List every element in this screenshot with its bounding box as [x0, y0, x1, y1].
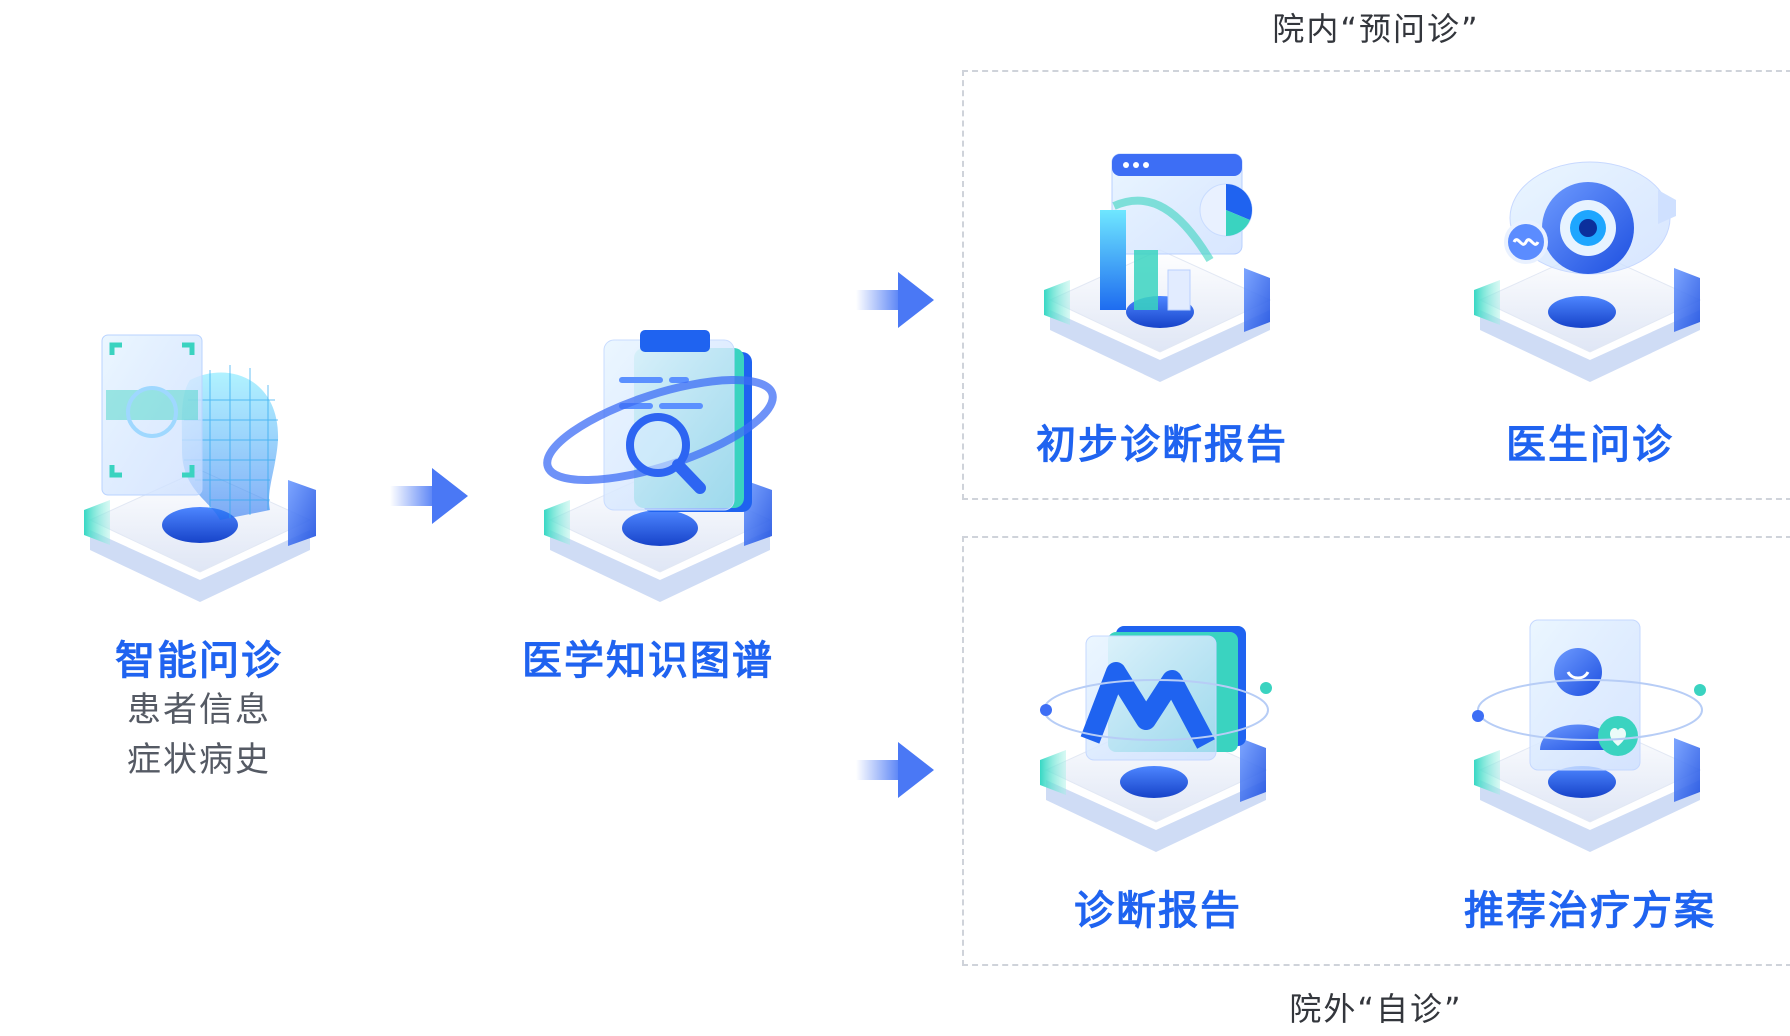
intake-sub-line-1: 患者信息 — [127, 690, 271, 730]
in-hospital-group-box — [962, 70, 1790, 500]
face-scan-icon — [70, 334, 330, 610]
intake-sub-line-2: 症状病史 — [127, 740, 271, 780]
dashboard-chart-icon — [1040, 150, 1280, 390]
intake-title: 智能问诊 — [115, 638, 283, 684]
chart-card-icon — [1036, 620, 1276, 860]
out-hospital-group-label: 院外“自诊” — [1289, 990, 1463, 1028]
doctor-consult-title: 医生问诊 — [1506, 422, 1674, 468]
out-hospital-group-box — [962, 536, 1790, 966]
document-search-icon — [530, 330, 790, 610]
eye-lens-icon — [1470, 150, 1710, 390]
diagnosis-report-title: 诊断报告 — [1074, 888, 1242, 934]
flow-arrow-3-icon — [856, 742, 934, 798]
knowledge-title: 医学知识图谱 — [522, 638, 774, 684]
in-hospital-group-label: 院内“预问诊” — [1272, 10, 1480, 48]
treatment-plan-title: 推荐治疗方案 — [1464, 888, 1716, 934]
preliminary-report-title: 初步诊断报告 — [1036, 422, 1288, 468]
user-card-icon — [1470, 619, 1710, 860]
flow-arrow-2-icon — [856, 272, 934, 328]
flow-arrow-1-icon — [390, 468, 468, 524]
